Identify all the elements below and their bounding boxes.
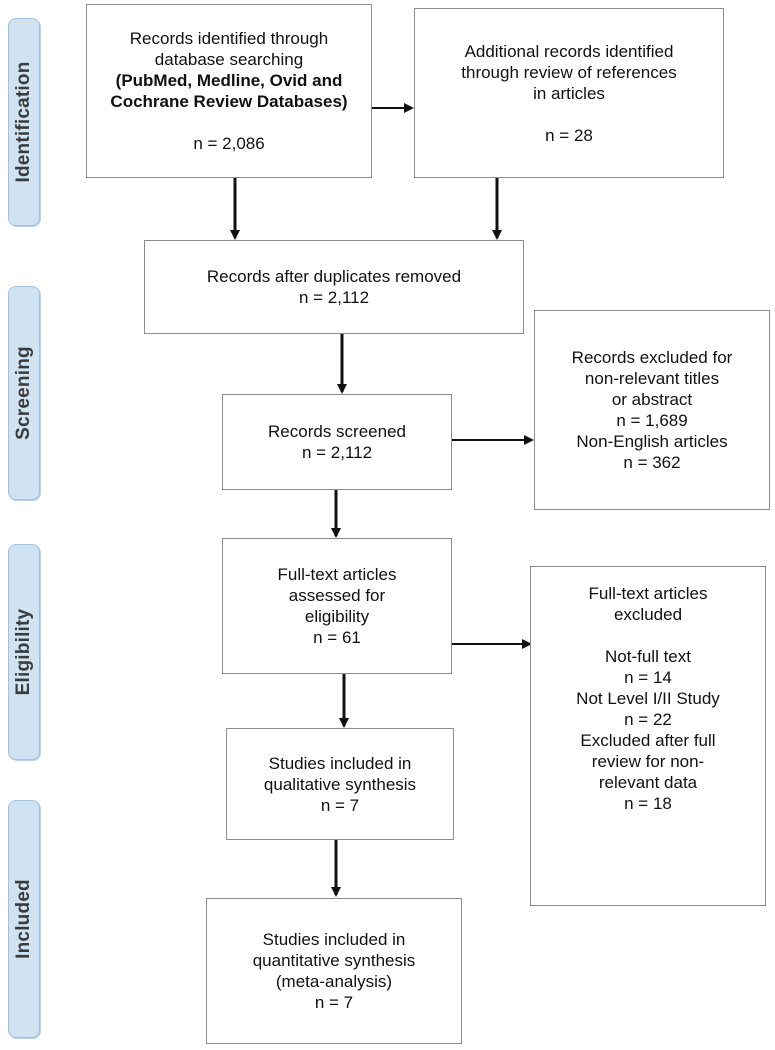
additional-line1: Additional records identified — [464, 41, 674, 61]
ft-excluded-count1: n = 14 — [624, 668, 672, 687]
box-duplicates-removed: Records after duplicates removed n = 2,1… — [144, 240, 524, 334]
excluded-count2: n = 362 — [623, 453, 681, 472]
qualitative-line2: qualitative synthesis — [263, 774, 417, 794]
phase-label-included: Included — [8, 800, 40, 1038]
assessed-count: n = 61 — [313, 628, 361, 647]
ft-excluded-line4: Not Level I/II Study — [576, 689, 720, 708]
duplicates-line1: Records after duplicates removed — [206, 267, 462, 286]
database-line2: database searching — [154, 50, 304, 69]
box-records-excluded: Records excluded for non-relevant titles… — [534, 310, 770, 510]
ft-excluded-line1: Full-text articles — [588, 584, 708, 603]
database-line1: Records identified through — [129, 29, 329, 48]
database-line4: Cochrane Review Databases) — [110, 92, 348, 111]
ft-excluded-line5: Excluded after full — [580, 731, 716, 750]
ft-excluded-line7: relevant data — [598, 773, 698, 792]
quantitative-count: n = 7 — [314, 993, 354, 1012]
phase-screening-text: Screening — [13, 346, 34, 440]
quantitative-line3: (meta-analysis) — [275, 972, 393, 991]
box-records-screened: Records screened n = 2,112 — [222, 394, 452, 490]
screened-count: n = 2,112 — [301, 443, 373, 462]
quantitative-line1: Studies included in — [262, 930, 406, 949]
qualitative-line1: Studies included in — [268, 753, 412, 773]
ft-excluded-count3: n = 18 — [624, 794, 672, 813]
phase-identification-text: Identification — [13, 61, 34, 183]
phase-label-eligibility: Eligibility — [8, 544, 40, 760]
phase-included-text: Included — [13, 879, 34, 959]
screened-line1: Records screened — [268, 422, 406, 441]
qualitative-count: n = 7 — [320, 795, 360, 815]
quantitative-line2: quantitative synthesis — [252, 951, 416, 970]
excluded-line1: Records excluded for — [571, 348, 733, 367]
phase-eligibility-text: Eligibility — [13, 608, 34, 696]
box-quantitative-synthesis: Studies included in quantitative synthes… — [206, 898, 462, 1044]
assessed-line2: assessed for — [288, 586, 386, 605]
assessed-line1: Full-text articles — [277, 565, 397, 584]
excluded-count1: n = 1,689 — [616, 411, 688, 430]
ft-excluded-line2: excluded — [613, 605, 683, 624]
phase-label-identification: Identification — [8, 18, 40, 226]
box-fulltext-excluded: Full-text articles excluded Not-full tex… — [530, 566, 766, 906]
assessed-line3: eligibility — [304, 607, 370, 626]
excluded-line4: Non-English articles — [576, 432, 728, 451]
duplicates-count: n = 2,112 — [298, 288, 370, 307]
additional-line3: in articles — [533, 83, 605, 103]
box-fulltext-assessed: Full-text articles assessed for eligibil… — [222, 538, 452, 674]
box-qualitative-synthesis: Studies included in qualitative synthesi… — [226, 728, 454, 840]
phase-label-screening: Screening — [8, 286, 40, 500]
database-line3: (PubMed, Medline, Ovid and — [115, 71, 343, 90]
database-count: n = 2,086 — [193, 134, 265, 153]
ft-excluded-line6: review for non- — [591, 752, 705, 771]
ft-excluded-count2: n = 22 — [624, 710, 672, 729]
box-additional-records: Additional records identified through re… — [414, 8, 724, 178]
additional-count: n = 28 — [545, 125, 593, 145]
box-database-searching: Records identified through database sear… — [86, 4, 372, 178]
additional-line2: through review of references — [461, 62, 677, 82]
ft-excluded-line3: Not-full text — [605, 647, 691, 666]
excluded-line2: non-relevant titles — [584, 369, 720, 388]
excluded-line3: or abstract — [611, 390, 693, 409]
